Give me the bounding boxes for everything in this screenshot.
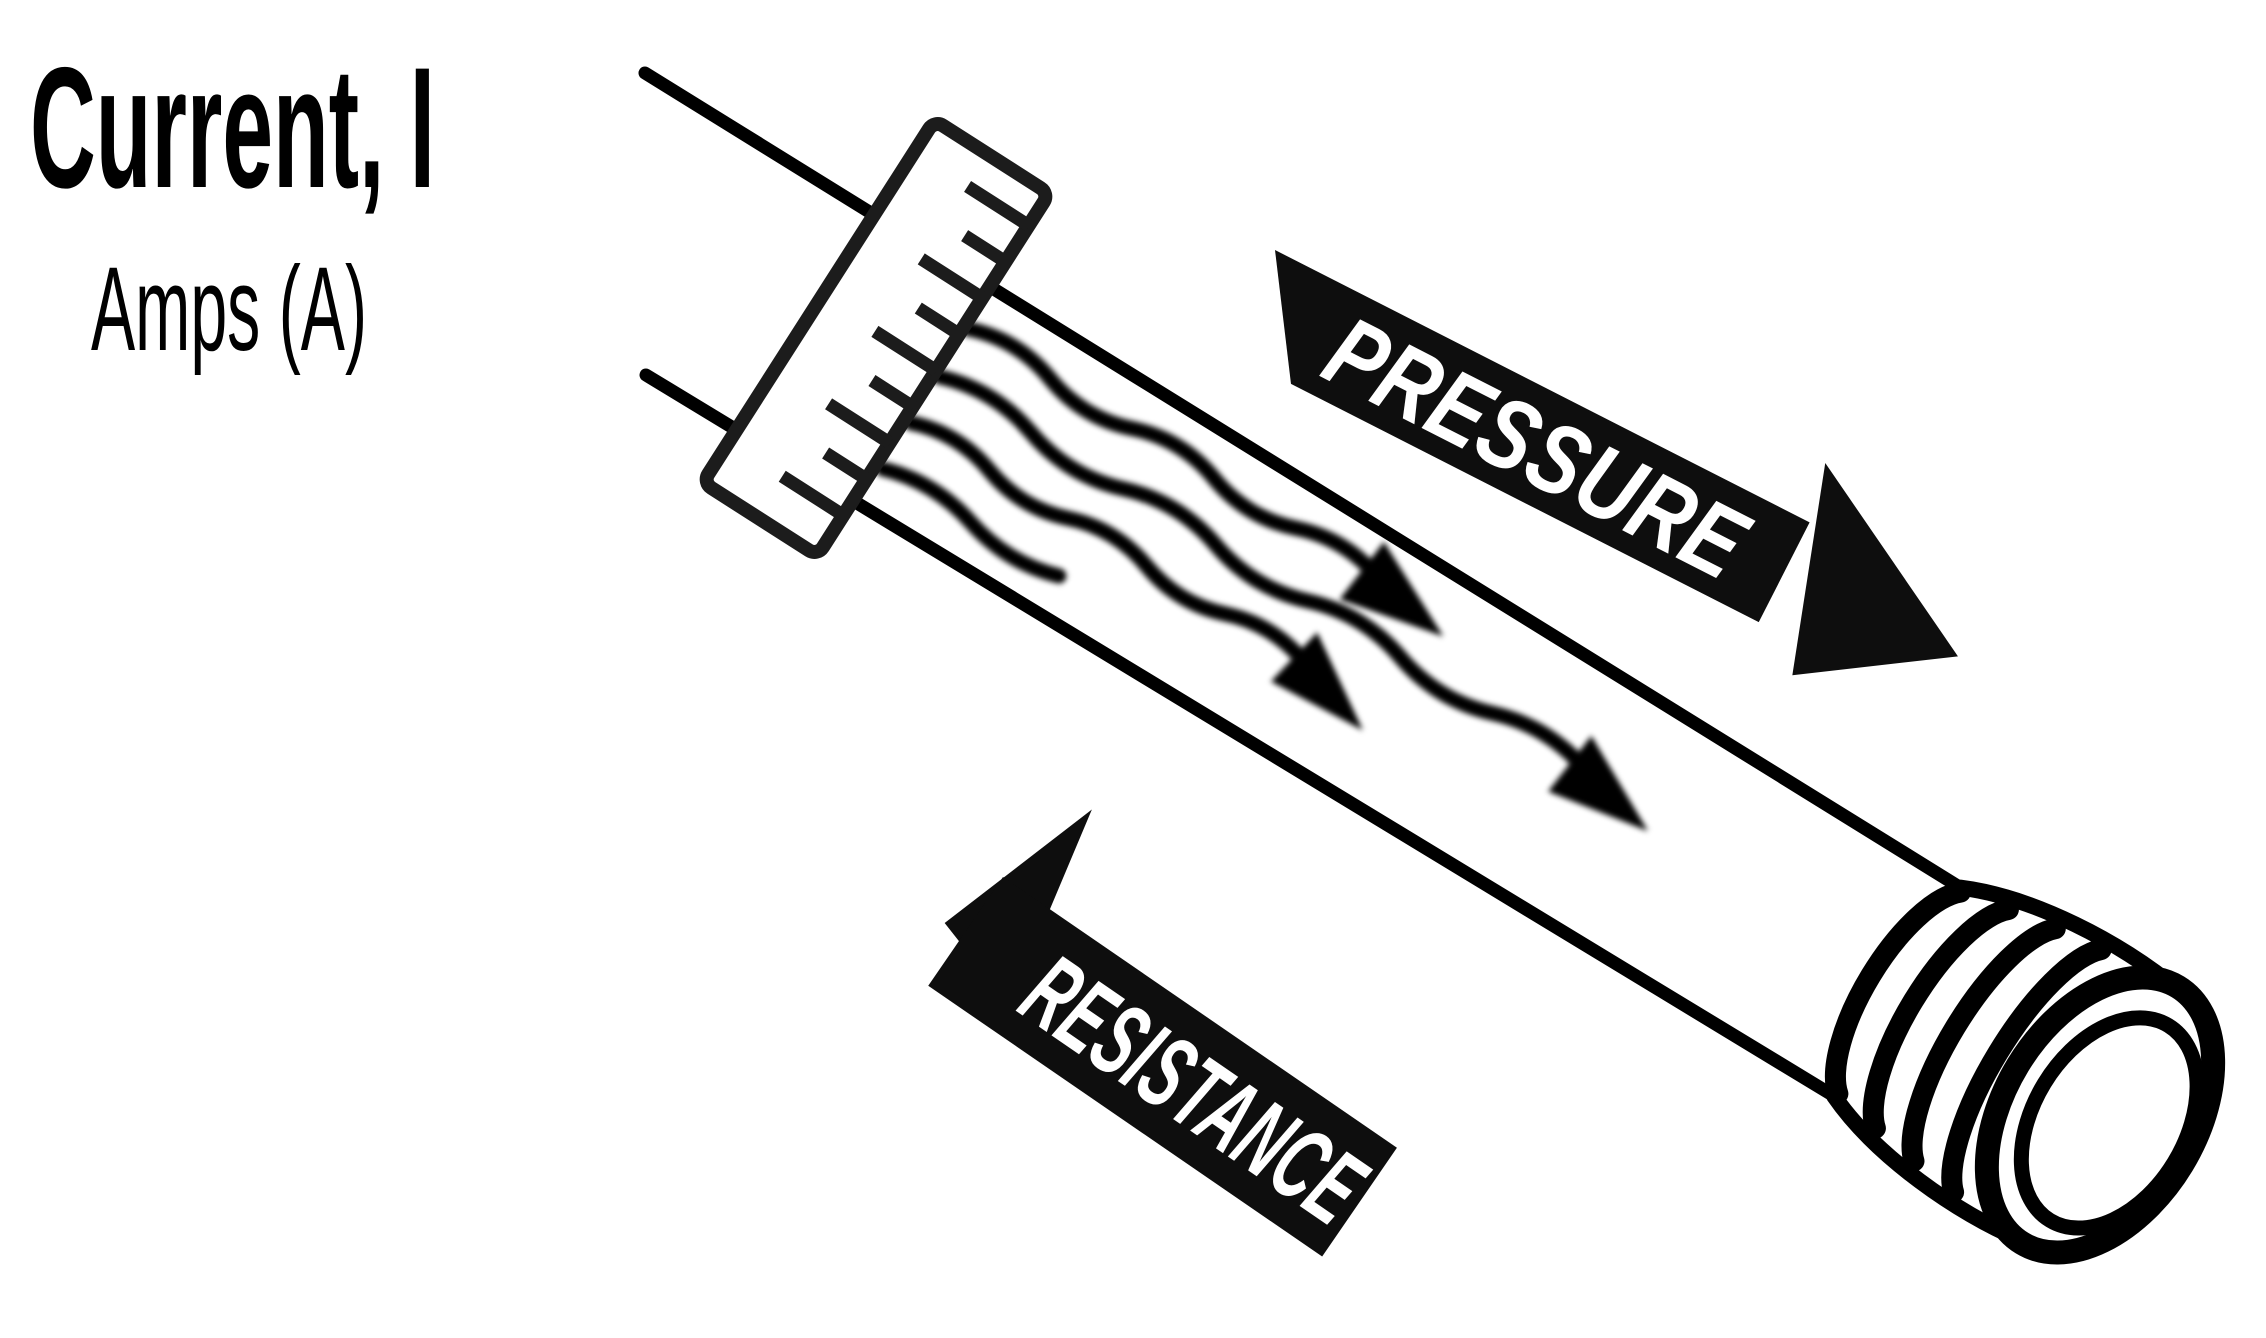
current-title: Current, I (30, 32, 435, 224)
ruler-tick (961, 230, 1010, 268)
fitting-opening (2013, 1010, 2205, 1236)
pipe-upper-wall (638, 66, 1968, 895)
ruler-tick (868, 375, 917, 413)
ruler-tick (825, 398, 894, 449)
pressure-arrowhead-icon (1792, 463, 1958, 676)
pipe-thread-arc (1941, 939, 2112, 1203)
pipe-thread-arc (1824, 881, 1972, 1105)
pressure-band (1275, 250, 1810, 623)
current-units-subtitle: Amps (A) (91, 242, 367, 376)
resistance-band (928, 877, 1397, 1257)
ruler-tick (871, 325, 940, 377)
ruler-tick (778, 470, 848, 522)
flow-arrowhead (1270, 632, 1363, 731)
resistance-label: RESISTANCE (1002, 933, 1386, 1247)
title-block: Current, I Amps (A) (30, 32, 435, 376)
pressure-banner: PRESSURE (1275, 250, 1958, 676)
ruler (699, 117, 1053, 559)
resistance-banner: RESISTANCE (928, 809, 1397, 1257)
ruler-tick (914, 302, 964, 340)
flow-wave (875, 461, 1067, 584)
ruler-tick (964, 180, 1033, 232)
flow-arrows (875, 321, 1649, 832)
pipe-thread-arc (1862, 899, 2019, 1139)
flow-wave (960, 321, 1386, 586)
flow-wave (931, 369, 1593, 777)
ruler-tick (917, 253, 987, 304)
flow-arrowhead (1339, 541, 1444, 637)
flow-wave (903, 415, 1312, 670)
ruler-tick (822, 447, 871, 485)
flow-arrowhead (1548, 735, 1649, 832)
pipe-thread-arc (1901, 918, 2066, 1172)
pipe-threaded-end (1824, 879, 2226, 1265)
